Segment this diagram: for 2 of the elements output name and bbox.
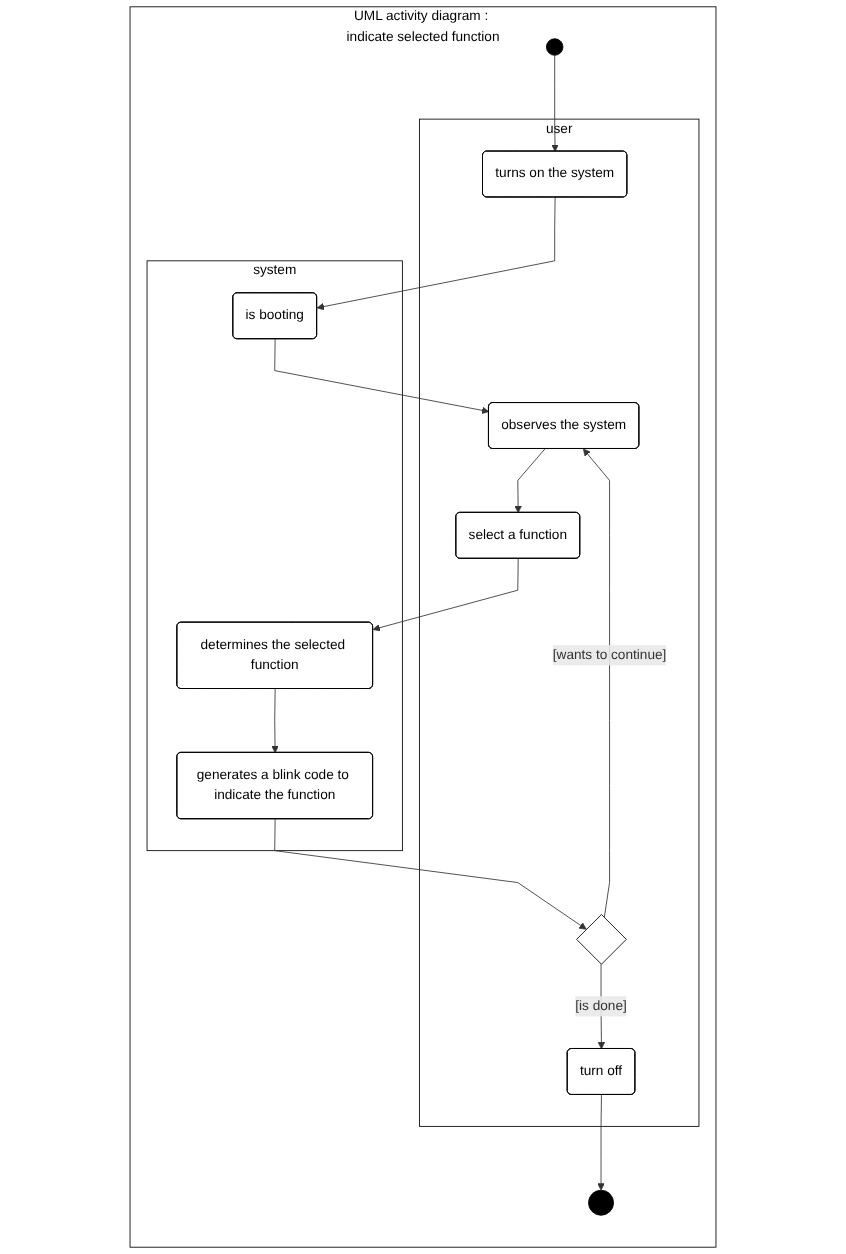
node-circle bbox=[546, 38, 564, 56]
node-diamond bbox=[576, 914, 627, 965]
